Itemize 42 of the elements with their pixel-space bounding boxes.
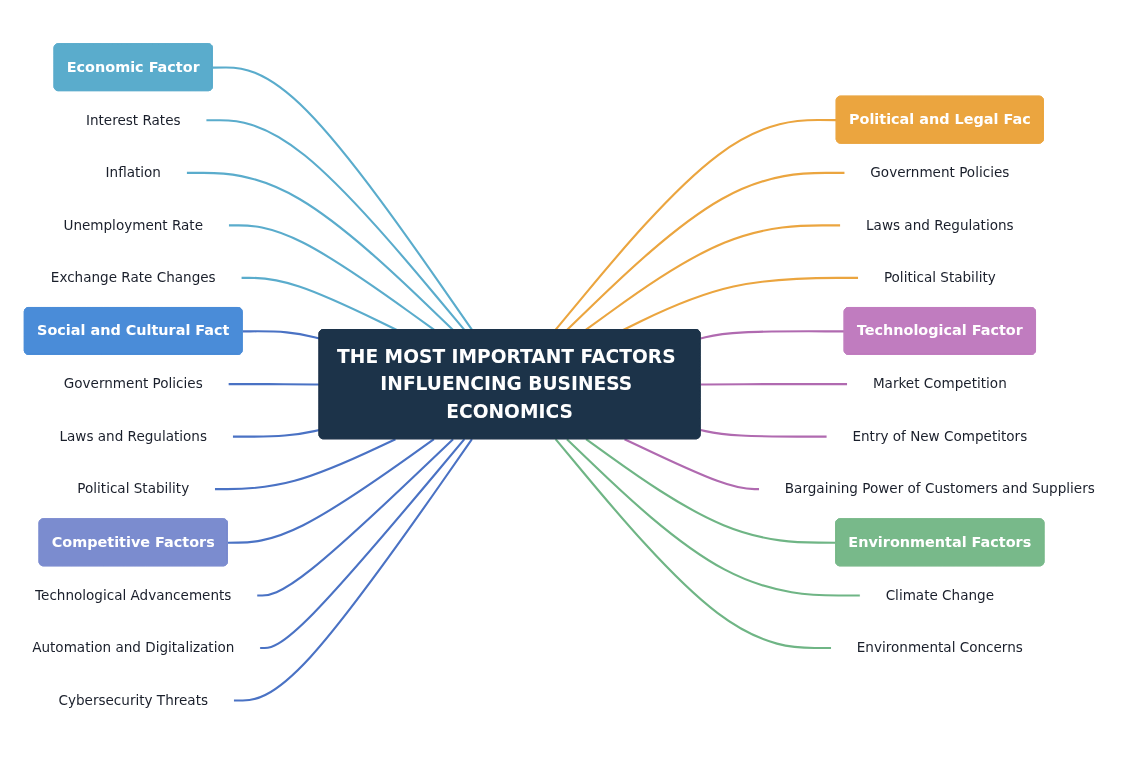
connector bbox=[566, 171, 845, 331]
node-text: Government Policies bbox=[63, 375, 203, 392]
node-text: Climate Change bbox=[885, 586, 994, 604]
connector bbox=[554, 438, 832, 649]
connector bbox=[700, 330, 845, 340]
connector bbox=[233, 438, 473, 702]
node-text: Entry of New Competitors bbox=[852, 428, 1028, 445]
node-text: Political Stability bbox=[883, 269, 996, 286]
node-text: Exchange Rate Changes bbox=[50, 269, 216, 286]
node-text: Technological Advancements bbox=[35, 586, 232, 604]
connector bbox=[259, 438, 466, 649]
connector bbox=[232, 428, 320, 438]
connector bbox=[585, 224, 841, 331]
node-text: Laws and Regulations bbox=[866, 216, 1014, 233]
connector bbox=[585, 438, 837, 544]
connector bbox=[554, 118, 837, 331]
node-text: Market Competition bbox=[872, 375, 1007, 392]
connector bbox=[566, 438, 861, 597]
node-text: Government Policies bbox=[870, 164, 1010, 181]
node-text: Bargaining Power of Customers and Suppliers bbox=[784, 480, 1095, 497]
connector bbox=[228, 383, 320, 386]
connector bbox=[228, 224, 435, 331]
node-text: Political Stability bbox=[77, 480, 190, 497]
node-text: Interest Rates bbox=[85, 111, 181, 128]
connector bbox=[622, 276, 859, 331]
node-text: Automation and Digitalization bbox=[32, 639, 235, 656]
connector bbox=[242, 330, 320, 340]
connector bbox=[700, 428, 827, 438]
connector bbox=[186, 171, 454, 331]
node-text: Laws and Regulations bbox=[59, 428, 208, 445]
connector bbox=[700, 383, 848, 386]
connector bbox=[256, 438, 454, 597]
connector bbox=[624, 438, 760, 491]
connector bbox=[214, 438, 396, 491]
connector bbox=[241, 276, 398, 331]
node-text: Unemployment Rate bbox=[63, 216, 204, 233]
connector bbox=[206, 119, 466, 331]
node-text: Environmental Concerns bbox=[856, 639, 1023, 656]
connector bbox=[227, 438, 435, 544]
connector bbox=[212, 66, 473, 331]
node-text: Cybersecurity Threats bbox=[58, 692, 209, 709]
node-text: Inflation bbox=[105, 164, 161, 181]
